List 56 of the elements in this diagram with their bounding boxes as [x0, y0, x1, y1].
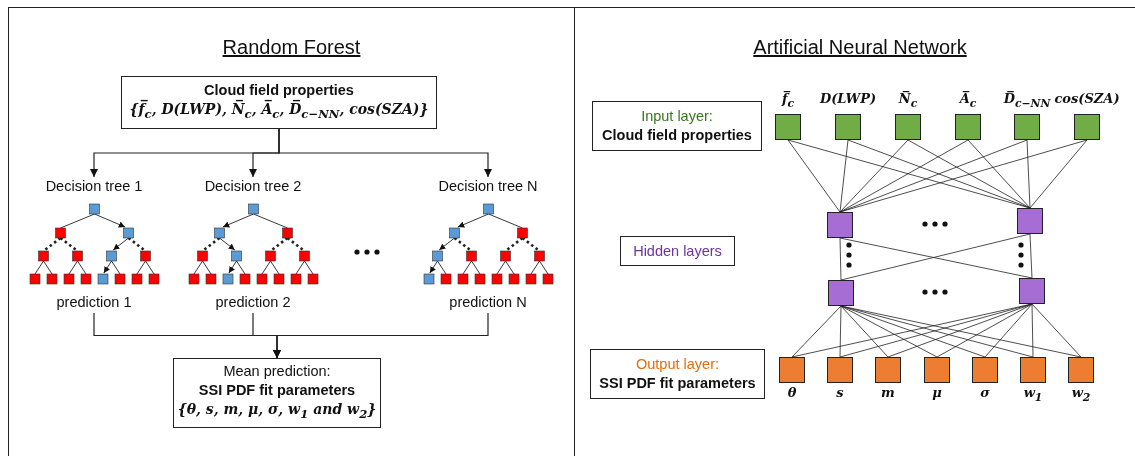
- connection-line: [839, 139, 1088, 213]
- connection-line: [839, 139, 849, 213]
- connection-line: [907, 139, 1031, 209]
- output-box: [173, 358, 381, 428]
- connection-line: [840, 305, 986, 358]
- prediction-label: prediction N: [448, 293, 528, 312]
- tree-heading: Decision tree N: [437, 177, 539, 196]
- arrow: [273, 312, 489, 359]
- input-variable: cos(SZA): [1053, 91, 1121, 107]
- connection-line: [840, 305, 938, 358]
- connection-line: [839, 139, 969, 213]
- layer-description: SSI PDF fit parameters: [599, 374, 756, 393]
- input-box: [121, 76, 437, 129]
- connection-line: [936, 303, 1033, 358]
- panel-title: Random Forest: [222, 36, 361, 58]
- box-heading: Cloud field properties: [204, 81, 354, 100]
- output-parameter: s: [835, 385, 845, 401]
- connection-line: [967, 139, 1031, 209]
- output-parameter: σ: [979, 385, 991, 401]
- layer-legend-box: [620, 236, 735, 266]
- tree-heading: Decision tree 1: [44, 177, 144, 196]
- layer-description: Cloud field properties: [602, 126, 752, 145]
- connection-line: [787, 139, 841, 213]
- input-variable: D(LWP): [818, 91, 878, 107]
- box-subheading: SSI PDF fit parameters: [198, 381, 356, 401]
- connection-line: [1031, 303, 1082, 358]
- layer-name: Input layer:: [641, 107, 713, 126]
- formula-text: {f̅$_{c}$, D(LWP), N̅$_{c}$, A̅$_{c}$, D̅$_{c−NN}$, cos(SZA)}: [129, 100, 429, 123]
- connection-line: [1026, 139, 1031, 209]
- output-parameter: w$_{2}$: [1070, 385, 1092, 406]
- output-parameter: w$_{1}$: [1022, 385, 1044, 406]
- connection-line: [1031, 303, 1034, 358]
- box-heading: Mean prediction:: [223, 362, 331, 382]
- panel-title: Artificial Neural Network: [753, 36, 967, 58]
- connection-line: [984, 303, 1033, 358]
- prediction-label: prediction 2: [214, 293, 292, 312]
- output-parameter: μ: [931, 385, 943, 401]
- layer-legend-box: [590, 349, 765, 399]
- output-parameter: m: [880, 385, 896, 401]
- panel: [8, 7, 575, 456]
- layer-legend-box: [592, 101, 762, 151]
- connection-line: [839, 237, 842, 281]
- connection-line: [839, 305, 842, 358]
- prediction-label: prediction 1: [55, 293, 133, 312]
- connection-line: [791, 305, 842, 358]
- layer-name: Output layer:: [636, 355, 719, 374]
- connection-line: [1029, 233, 1033, 279]
- connection-line: [887, 303, 1033, 358]
- connection-line: [840, 305, 889, 358]
- output-parameter: θ: [786, 385, 798, 401]
- layer-name: Hidden layers: [633, 241, 722, 261]
- tree-heading: Decision tree 2: [203, 177, 303, 196]
- connection-line: [1029, 139, 1088, 209]
- arrow: [278, 128, 492, 178]
- connection-line: [839, 139, 909, 213]
- formula-text: {θ, s, m, μ, σ, w$_{1}$ and w$_{2}$}: [177, 400, 377, 423]
